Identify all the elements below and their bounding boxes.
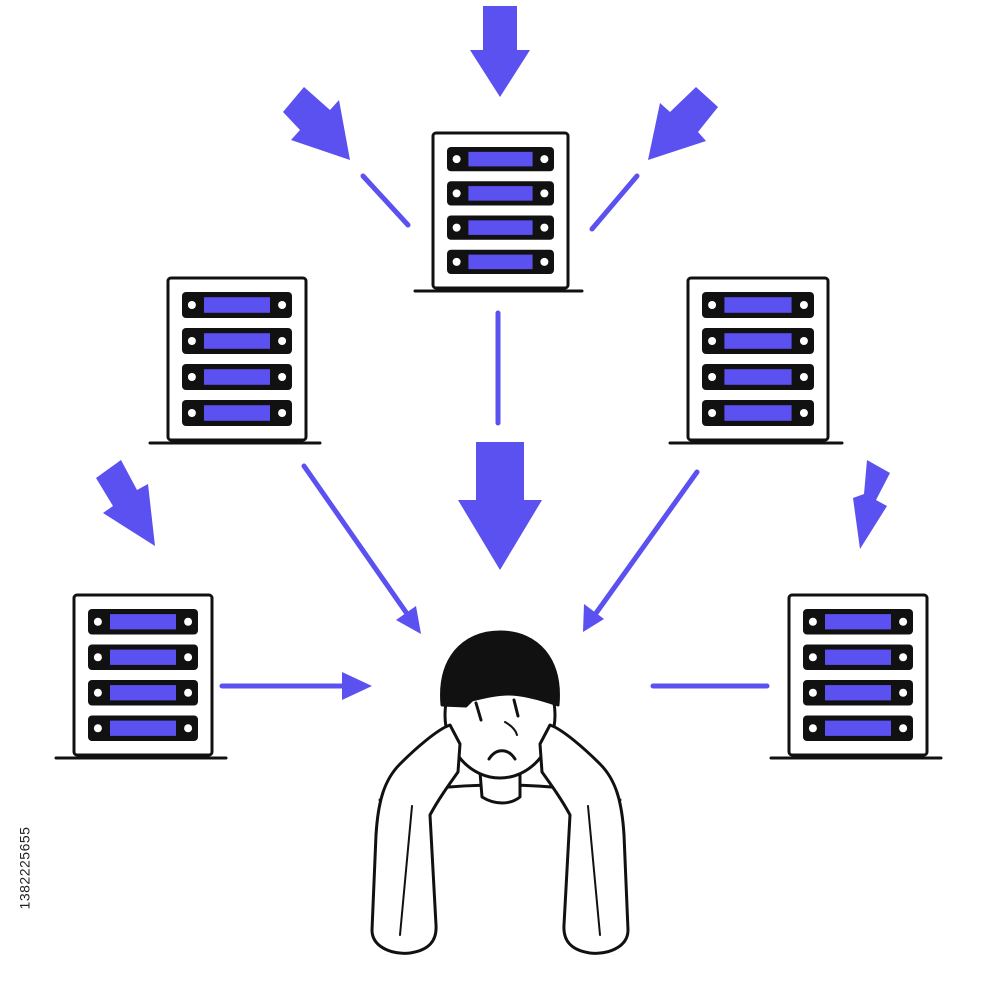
connector-line [360,173,411,228]
arrow-to-person-left-icon [301,463,421,634]
server-led-icon [799,301,808,309]
server-top [413,131,584,293]
server-led-icon [540,257,549,266]
server-led-icon [184,653,193,662]
server-led-icon [799,373,808,381]
server-led-icon [452,155,461,164]
server-led-icon [899,617,908,626]
server-led-icon [184,688,193,697]
server-unit-panel [110,614,176,630]
server-led-icon [278,373,287,381]
server-led-icon [808,724,817,733]
server-unit-panel [110,685,176,701]
server-led-icon [899,653,908,662]
server-unit-panel [110,720,176,736]
stock-id-watermark: 1382225655 [14,752,34,984]
server-unit-panel [204,333,270,349]
server-led-icon [708,409,717,417]
server-led-icon [187,373,196,381]
connector-line [589,173,640,232]
server-led-icon [93,688,102,697]
arrow-down-center-icon [458,442,542,570]
server-lower-left [54,593,228,760]
stressed-person-icon [370,630,630,955]
arrow-top-left-icon [283,87,350,160]
server-led-icon [540,189,549,198]
arrow-to-person-right-icon [583,469,700,632]
server-unit-panel [468,254,533,270]
server-unit-panel [724,405,792,421]
server-led-icon [452,189,461,198]
server-led-icon [187,409,196,417]
stock-id-text: 1382225655 [16,826,32,910]
server-cabinet [166,276,308,442]
server-upper-left [148,276,322,445]
server-unit-panel [825,685,891,701]
server-led-icon [93,653,102,662]
server-led-icon [708,373,717,381]
server-unit-panel [204,405,270,421]
server-led-icon [799,409,808,417]
server-led-icon [899,688,908,697]
server-unit-panel [110,649,176,665]
server-led-icon [187,301,196,309]
server-led-icon [93,724,102,733]
server-cabinet [787,593,929,757]
server-led-icon [184,724,193,733]
arrow-down-top-icon [470,6,530,97]
server-unit-panel [468,220,533,235]
server-unit-panel [468,151,533,167]
server-led-icon [799,337,808,345]
server-led-icon [452,257,461,266]
server-led-icon [278,409,287,417]
arrow-top-right-icon [648,87,718,160]
server-led-icon [278,337,287,345]
server-led-icon [708,337,717,345]
server-unit-panel [724,297,792,313]
server-led-icon [278,301,287,309]
server-unit-panel [724,369,792,385]
server-unit-panel [468,186,533,201]
server-lower-right [769,593,943,760]
server-led-icon [808,653,817,662]
server-unit-panel [825,720,891,736]
server-cabinet [431,131,570,290]
server-led-icon [187,337,196,345]
arrow-left-small-icon [96,460,155,546]
server-unit-panel [204,297,270,313]
server-led-icon [540,155,549,164]
server-led-icon [899,724,908,733]
server-upper-right [668,276,844,445]
server-led-icon [93,617,102,626]
server-unit-panel [825,649,891,665]
server-cabinet [686,276,830,442]
server-led-icon [184,617,193,626]
server-cabinet [72,593,214,757]
arrow-to-person-horizontal-icon [219,672,372,700]
server-unit-panel [825,614,891,630]
server-led-icon [708,301,717,309]
server-group [54,131,943,760]
server-unit-panel [204,369,270,385]
arrow-right-small-icon [853,460,890,549]
server-unit-panel [724,333,792,349]
server-led-icon [540,223,549,232]
server-led-icon [452,223,461,232]
server-led-icon [808,688,817,697]
server-led-icon [808,617,817,626]
